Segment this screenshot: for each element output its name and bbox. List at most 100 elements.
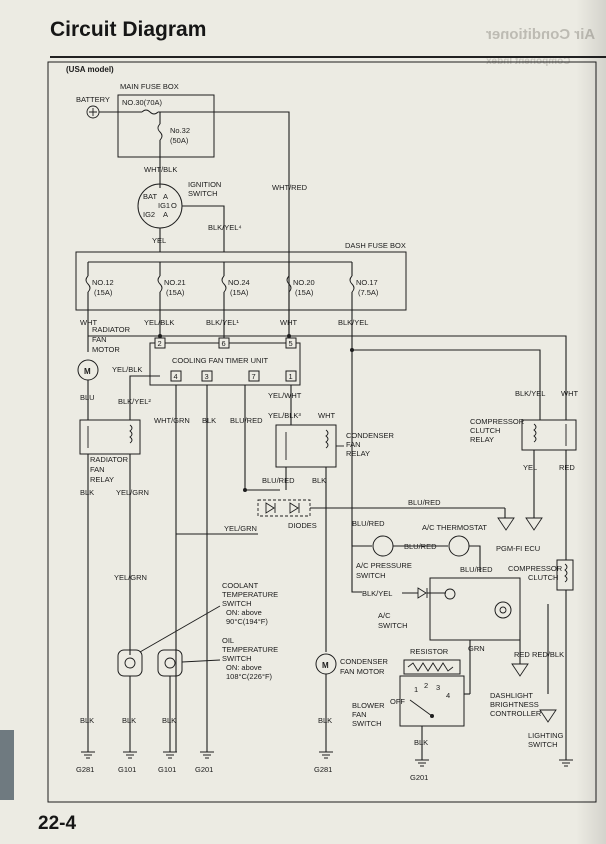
motor-symbol-radiator: M <box>84 367 91 376</box>
dash-fuse-name: NO.24 <box>228 278 250 287</box>
relay-coil-icon <box>325 429 329 449</box>
radiator-fan-motor-label-1: RADIATOR <box>92 325 131 334</box>
wht-bus-wire <box>88 335 567 420</box>
cooling-fan-timer-unit-label: COOLING FAN TIMER UNIT <box>172 356 269 365</box>
dash-fuse-rating: (15A) <box>166 288 185 297</box>
wire-wht-blk: WHT/BLK <box>144 165 177 174</box>
wire-blu-red-1: BLU/RED <box>230 416 263 425</box>
coolant-temp-switch-label-5: 90°C(194°F) <box>226 617 268 626</box>
resistor-label: RESISTOR <box>410 647 449 656</box>
coolant-temp-switch-label-3: SWITCH <box>222 599 252 608</box>
wire-blk-yel-ac: BLK/YEL <box>362 589 392 598</box>
compressor-clutch-label-2: CLUTCH <box>528 573 558 582</box>
wire-blk-1: BLK <box>80 488 94 497</box>
ign-contact: O <box>171 201 177 210</box>
timer-pin-number: 7 <box>252 372 256 381</box>
timer-pin-number: 6 <box>222 339 226 348</box>
junction <box>243 488 247 492</box>
radiator-fan-motor-label-3: MOTOR <box>92 345 120 354</box>
relay-coil-icon <box>129 424 133 444</box>
ac-thermostat-label: A/C THERMOSTAT <box>422 523 487 532</box>
wire-wht-grn: WHT/GRN <box>154 416 190 425</box>
wire-yel-wht: YEL/WHT <box>268 391 302 400</box>
thermostat-out-wire <box>469 545 481 572</box>
ground-label: G101 <box>158 765 176 774</box>
page-number: 22-4 <box>38 813 77 834</box>
ac-switch-button-center <box>499 606 507 614</box>
ac-thermostat <box>448 535 470 557</box>
ground-icon <box>200 751 214 759</box>
page-edge-tab <box>0 730 14 800</box>
wire-blu-red-2: BLU/RED <box>262 476 295 485</box>
condenser-fan-relay-label-3: RELAY <box>346 449 370 458</box>
wire-yel-cc: YEL <box>523 463 537 472</box>
dashlight-controller-label-2: BRIGHTNESS <box>490 700 539 709</box>
wire-blu-red-6: BLU/RED <box>460 565 493 574</box>
wire-blk-g3: BLK <box>80 716 94 725</box>
wire-blk-g2: BLK <box>162 716 176 725</box>
compressor-clutch-relay-label-3: RELAY <box>470 435 494 444</box>
fuse17-wire <box>351 310 541 420</box>
coolant-temp-switch-label-1: COOLANT <box>222 581 259 590</box>
fuse-no30-symbol <box>141 109 159 115</box>
ground-label: G101 <box>118 765 136 774</box>
wire-blk-g1: BLK <box>122 716 136 725</box>
wire-wht-red: WHT/RED <box>272 183 308 192</box>
wire-wht-1: WHT <box>80 318 97 327</box>
battery-plus-icon <box>89 108 97 116</box>
timer-pin-number: 2 <box>158 339 162 348</box>
ign-ig2: IG2 <box>143 210 155 219</box>
condenser-fan-motor-label-1: CONDENSER <box>340 657 389 666</box>
ecu-input-triangle <box>497 517 515 531</box>
wire-wht-2: WHT <box>280 318 297 327</box>
wire-yel-blk-2: YEL/BLK <box>112 365 142 374</box>
dash-fuse-name: NO.21 <box>164 278 186 287</box>
ign-a-2: A <box>163 210 168 219</box>
oil-temp-switch-label-3: SWITCH <box>222 654 252 663</box>
dash-fuse-name: NO.12 <box>92 278 114 287</box>
page-binding-shadow <box>576 0 606 844</box>
wire-yel-grn-1: YEL/GRN <box>116 488 149 497</box>
compressor-clutch-relay <box>521 419 577 451</box>
wire-blk-yel4: BLK/YEL⁴ <box>208 223 242 232</box>
resistor-icon <box>407 662 454 672</box>
blower-fan-switch <box>399 675 465 727</box>
radiator-fan-relay-label-1: RADIATOR <box>90 455 129 464</box>
ground-icon <box>415 759 429 767</box>
dash-fuse-box <box>75 251 407 311</box>
ac-switch-label-2: SWITCH <box>378 621 408 630</box>
ac-switch-button-icon[interactable] <box>494 601 512 619</box>
ground-label: G201 <box>410 773 428 782</box>
fuse-icon <box>221 275 227 293</box>
dash-fuse-rating: (15A) <box>230 288 249 297</box>
compressor-clutch <box>556 559 574 591</box>
junction <box>158 334 162 338</box>
lighting-switch-label-2: SWITCH <box>528 740 558 749</box>
dash-fuse-name: NO.17 <box>356 278 378 287</box>
lighting-switch-triangle <box>539 709 557 723</box>
blower-fan-switch-label-2: FAN <box>352 710 367 719</box>
fuse-no30-label: NO.30(70A) <box>122 98 163 107</box>
radiator-fan-relay <box>79 419 141 455</box>
wire-blu-red-3: BLU/RED <box>408 498 441 507</box>
relay-coil-icon <box>533 423 537 443</box>
clutch-coil-icon <box>564 563 568 583</box>
wire-wht-3: WHT <box>318 411 335 420</box>
oil-temp-switch <box>157 649 183 677</box>
wire-blk-yel-cc: BLK/YEL <box>515 389 545 398</box>
wire-red-a: RED <box>514 650 530 659</box>
ign-a-1: A <box>163 192 168 201</box>
blower-fan-switch-label-1: BLOWER <box>352 701 385 710</box>
timer-pin-box <box>285 337 297 349</box>
blu-red-ac-wire-1 <box>351 530 372 547</box>
blower-fan-switch-label-3: SWITCH <box>352 719 382 728</box>
pgm-fi-ecu-label: PGM-FI ECU <box>496 544 540 553</box>
diodes-label: DIODES <box>288 521 317 530</box>
oil-pointer <box>181 659 221 663</box>
oil-temp-switch-label-1: OIL <box>222 636 234 645</box>
ac-switch-label-1: A/C <box>378 611 391 620</box>
oil-temp-switch-icon <box>164 657 176 669</box>
ign-bat: BAT <box>143 192 157 201</box>
